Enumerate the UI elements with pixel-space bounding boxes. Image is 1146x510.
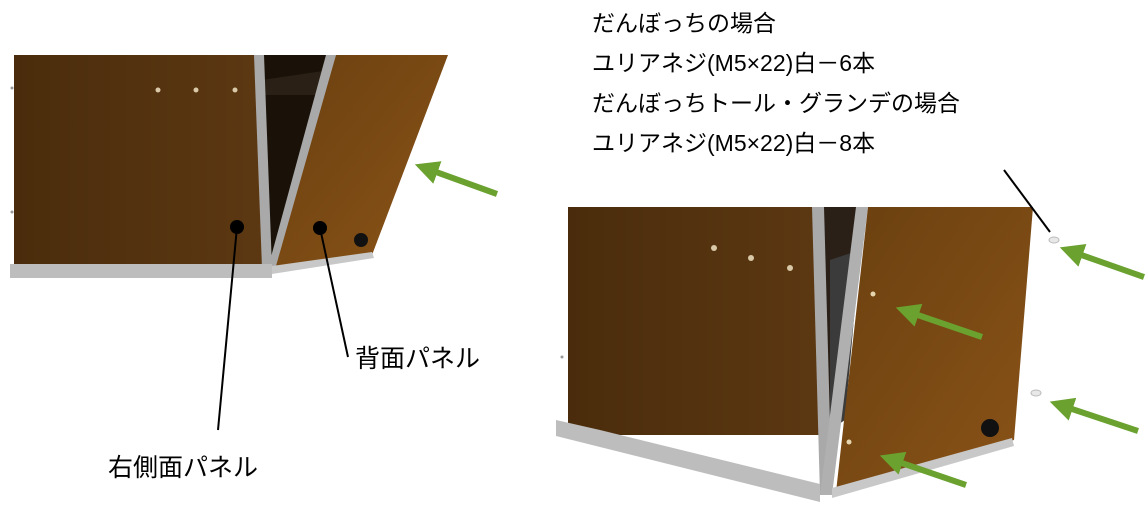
arrow-left-back-panel: [414, 161, 499, 197]
note-line-2: ユリアネジ(M5×22)白－6本: [592, 50, 876, 76]
note-leader: [1003, 169, 1051, 233]
left-frame-slant: [268, 55, 336, 268]
right-frame-slant: [820, 207, 868, 495]
right-side-panel-leader: [217, 226, 238, 431]
back-panel-label: 背面パネル: [355, 345, 481, 373]
left-booth-shelf: [262, 70, 330, 95]
arrow-right-top: [1059, 244, 1145, 280]
left-base-frame: [10, 264, 272, 278]
back-panel-right: [836, 207, 1033, 492]
arrow-right-bottom: [879, 451, 967, 488]
note-line-1: だんぼっちの場合: [592, 10, 776, 36]
right-cable-hole: [981, 419, 999, 437]
arrow-right-middle: [895, 303, 983, 340]
left-base-frame-back: [272, 252, 374, 274]
left-frame-post: [254, 55, 272, 268]
back-panel-leader: [319, 227, 349, 358]
right-frame-post: [812, 207, 832, 495]
right-side-panel-right: [568, 207, 820, 435]
right-booth: [556, 169, 1145, 502]
back-panel-left: [276, 55, 448, 266]
left-cable-hole: [354, 233, 368, 247]
left-booth: [10, 55, 499, 431]
right-side-panel-label: 右側面パネル: [108, 454, 259, 482]
right-side-panel-left: [14, 55, 262, 267]
screw-bottom: [1030, 389, 1042, 397]
screw-top: [1048, 236, 1060, 244]
note-line-4: ユリアネジ(M5×22)白－8本: [592, 130, 876, 156]
arrow-right-lower: [1049, 397, 1139, 434]
note-line-3: だんぼっちトール・グランデの場合: [592, 90, 960, 116]
right-base-frame: [556, 420, 820, 502]
